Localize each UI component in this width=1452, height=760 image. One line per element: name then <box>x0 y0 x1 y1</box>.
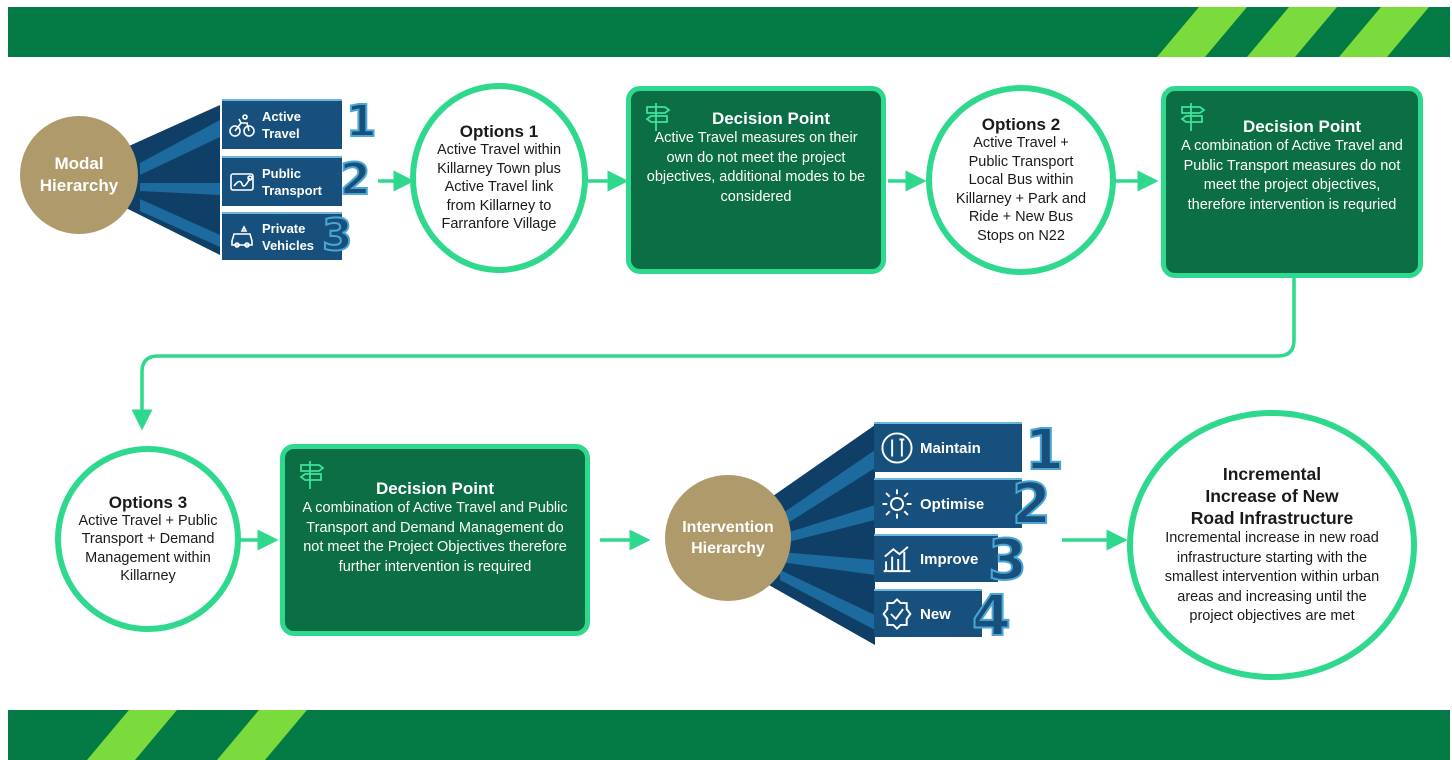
modal-hierarchy-circle: Modal Hierarchy <box>20 116 138 234</box>
intervention-hierarchy-label: Intervention Hierarchy <box>682 519 774 557</box>
modal-tier-number: 3 <box>321 209 354 262</box>
modal-funnel <box>120 105 220 255</box>
intervention-funnel <box>760 425 875 645</box>
options-3-circle: Options 3 Active Travel + Public Transpo… <box>55 446 241 632</box>
intervention-hierarchy-circle: Intervention Hierarchy <box>665 475 791 601</box>
modal-tier-number: 1 <box>345 95 378 148</box>
decision-point-3: Decision Point A combination of Active T… <box>280 444 590 636</box>
modal-tier-1: Active Travel <box>222 99 342 149</box>
decision-point-1: Decision Point Active Travel measures on… <box>626 86 886 274</box>
intervention-tier-number: 3 <box>987 527 1028 594</box>
intervention-tier-number: 4 <box>971 583 1012 650</box>
options-1-body: Active Travel within Killarney Town plus… <box>436 142 562 233</box>
intervention-tier-3: Improve <box>874 534 998 582</box>
decision-3-title: Decision Point <box>375 479 495 498</box>
decision-1-title: Decision Point <box>711 109 831 128</box>
route-map-icon <box>230 173 254 191</box>
modal-tier-label: Public Transport <box>262 166 322 198</box>
options-3-body: Active Travel + Public Transport + Deman… <box>78 512 218 585</box>
intervention-tier-1: Maintain <box>874 422 1022 472</box>
intervention-tier-4: New <box>874 589 982 637</box>
options-2-circle: Options 2 Active Travel + Public Transpo… <box>926 85 1116 275</box>
modal-tier-label: Active Travel <box>262 109 302 141</box>
intervention-tier-2: Optimise <box>874 478 1022 528</box>
decision-2-title: Decision Point <box>1242 117 1362 136</box>
signpost-icon <box>645 103 671 131</box>
signpost-icon <box>299 461 325 489</box>
options-1-title: Options 1 <box>459 122 539 142</box>
footer-band <box>8 710 1450 760</box>
car-icon <box>231 225 253 248</box>
bar-chart-icon <box>883 546 911 573</box>
options-3-title: Options 3 <box>108 492 188 512</box>
gear-icon <box>882 489 912 519</box>
signpost-icon <box>1180 103 1206 131</box>
options-2-title: Options 2 <box>981 115 1061 134</box>
decision-point-2: Decision Point A combination of Active T… <box>1161 86 1423 278</box>
decision-1-body: Active Travel measures on their own do n… <box>646 130 866 205</box>
header-band <box>8 7 1450 57</box>
incremental-body: Incremental increase in new road infrast… <box>1164 530 1380 625</box>
modal-tier-2: Public Transport <box>222 156 342 206</box>
incremental-circle: Incremental Increase of New Road Infrast… <box>1127 410 1417 680</box>
intervention-tier-label: New <box>920 605 951 623</box>
arrow-wrap <box>131 278 1296 431</box>
modal-tier-3: Private Vehicles <box>222 212 342 260</box>
decision-2-body: A combination of Active Travel and Publi… <box>1181 138 1403 213</box>
badge-check-icon <box>882 598 912 630</box>
options-2-body: Active Travel + Public Transport Local B… <box>955 135 1087 244</box>
modal-tier-label: Private Vehicles <box>262 221 315 253</box>
intervention-tier-number: 1 <box>1024 417 1065 484</box>
tools-icon <box>881 432 913 464</box>
intervention-tier-label: Optimise <box>920 495 985 513</box>
modal-tier-number: 2 <box>339 153 372 206</box>
cyclist-icon <box>229 114 255 137</box>
options-1-circle: Options 1 Active Travel within Killarney… <box>410 83 588 273</box>
intervention-tier-label: Maintain <box>920 439 981 457</box>
incremental-title: Incremental Increase of New Road Infrast… <box>1190 464 1354 529</box>
intervention-tier-number: 2 <box>1011 471 1052 538</box>
intervention-tier-label: Improve <box>920 550 979 568</box>
decision-3-body: A combination of Active Travel and Publi… <box>302 500 568 575</box>
modal-hierarchy-label: Modal Hierarchy <box>39 154 119 195</box>
